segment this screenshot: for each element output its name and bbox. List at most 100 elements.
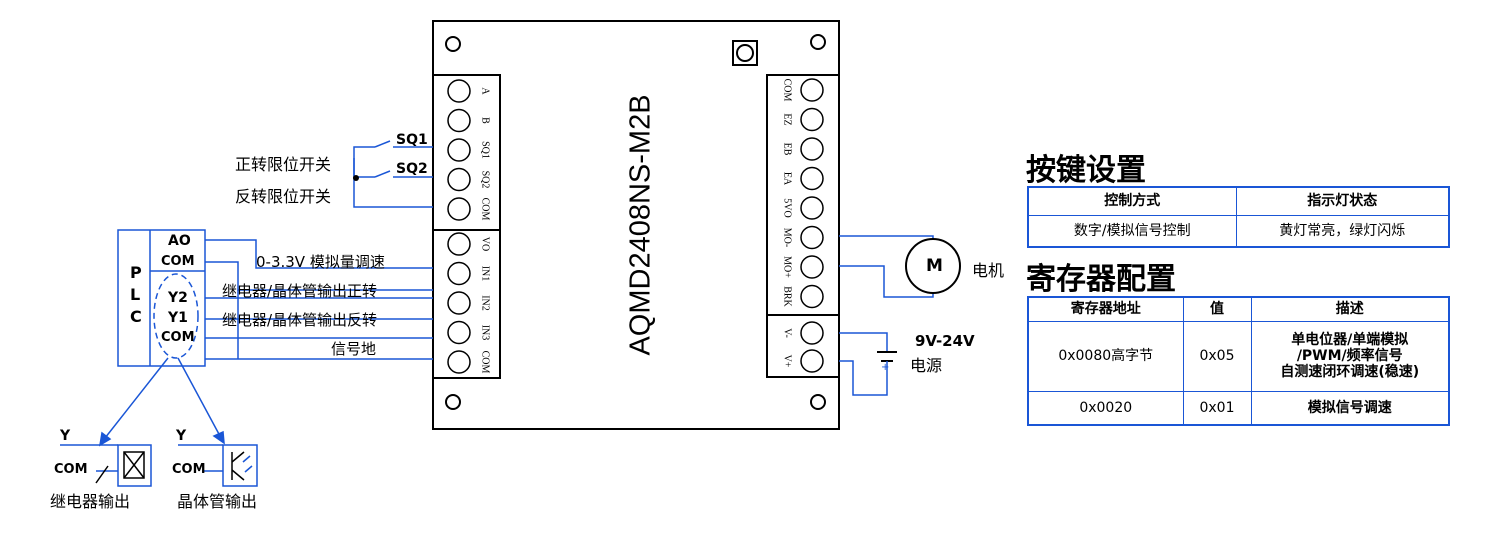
terminal-ea: EA [782,166,824,191]
terminal-v-: V- [782,321,824,345]
register-cell-desc: 模拟信号调速 [1250,390,1450,426]
terminal-label: COM [782,79,793,102]
terminal-v+: V+ [782,349,824,373]
terminal-a: A [447,79,491,103]
terminal-label: VO [480,237,491,251]
plc-ao-label: AO [168,233,191,249]
register-header-desc: 描述 [1250,296,1450,322]
plc-title-p: P [130,263,142,282]
mounting-hole [810,394,826,410]
register-header-value: 值 [1182,296,1252,322]
terminal-screw [447,138,471,162]
terminal-5vo: 5VO [782,196,824,220]
register-cell-desc: 单电位器/单端模拟 /PWM/频率信号 自测速闭环调速(稳速) [1250,320,1450,392]
terminal-label: IN1 [480,266,491,282]
relay-com-label: COM [54,462,88,477]
register-cell-address: 0x0020 [1027,390,1184,426]
terminal-screw [800,166,824,191]
terminal-in1: IN1 [447,261,491,286]
terminal-label: SQ2 [480,171,491,189]
plc-y1-label: Y1 [168,310,188,326]
power-wiring [839,332,897,396]
terminal-screw [800,137,824,161]
terminal-label: A [480,87,491,95]
terminal-screw [800,196,824,220]
transistor-output-symbol [178,444,258,487]
terminal-screw [800,78,824,102]
push-button [732,40,758,66]
terminal-label: 5VO [782,198,793,217]
transistor-com-label: COM [172,462,206,477]
terminal-screw [800,349,824,373]
register-desc-line: 单电位器/单端模拟 [1291,332,1409,348]
terminal-label: COM [480,198,491,221]
relay-output-label: 继电器输出 [50,492,131,511]
mounting-hole [810,34,826,50]
reverse-limit-switch-label: 反转限位开关 [235,187,332,206]
output-group-ellipse [153,273,199,359]
register-cell-value: 0x05 [1182,320,1252,392]
terminal-sq2: SQ2 [447,167,491,192]
motor-label: 电机 [972,261,1005,280]
terminal-eb: EB [782,137,824,161]
terminal-vo: VO [447,232,491,256]
key-settings-title: 按键设置 [1026,153,1146,188]
transistor-y-label: Y [176,428,187,444]
plc-title-l: L [130,285,141,304]
register-desc-line: 自测速闭环调速(稳速) [1280,364,1420,380]
terminal-label: EZ [782,113,793,125]
register-config-table: 寄存器地址 值 描述 0x0080高字节 0x05 单电位器/单端模拟 /PWM… [1027,296,1450,426]
analog-speed-label: 0-3.3V 模拟量调速 [256,253,385,271]
key-settings-cell-led: 黄灯常亮，绿灯闪烁 [1235,214,1450,248]
reverse-output-label: 继电器/晶体管输出反转 [222,311,378,329]
terminal-com: COM [447,197,491,221]
terminal-label: B [480,117,491,124]
terminal-com: COM [447,350,491,374]
terminal-label: IN3 [480,325,491,341]
terminal-brk: BRK [782,284,824,309]
forward-limit-switch-label: 正转限位开关 [235,155,332,174]
terminal-screw [447,197,471,221]
terminal-b: B [447,108,491,133]
motor-symbol [905,238,961,294]
terminal-screw [800,225,824,250]
terminal-screw [800,255,824,279]
terminal-label: V+ [782,355,793,368]
register-header-address: 寄存器地址 [1027,296,1184,322]
terminal-screw [447,108,471,133]
terminal-com: COM [782,78,824,102]
plc-y2-label: Y2 [168,290,188,306]
register-cell-address: 0x0080高字节 [1027,320,1184,392]
left-terminal-block-bottom [432,229,501,379]
sq2-label: SQ2 [396,161,428,177]
terminal-label: V- [782,328,793,338]
plc-signal-wires [205,239,433,360]
register-config-title: 寄存器配置 [1026,262,1176,297]
key-settings-header-mode: 控制方式 [1027,186,1237,216]
motor-symbol-label: M [926,256,943,276]
power-plus-sign: + [881,362,889,373]
junction-dot [353,175,359,181]
terminal-label: COM [480,351,491,374]
terminal-label: BRK [782,286,793,307]
plc-com2-label: COM [161,330,195,345]
terminal-screw [447,79,471,103]
mounting-hole [445,394,461,410]
board-model: AQMD2408NS-M2B [625,94,657,355]
terminal-screw [447,350,471,374]
output-type-arrows [98,357,225,447]
terminal-label: MO- [782,228,793,247]
terminal-screw [447,232,471,256]
right-terminal-screws: COM EZ EB EA 5VO MO- MO+ BRK V- V+ [782,78,824,373]
terminal-screw [447,291,471,315]
key-settings-header-led: 指示灯状态 [1235,186,1450,216]
relay-y-label: Y [60,428,71,444]
transistor-output-label: 晶体管输出 [177,492,258,511]
signal-ground-label: 信号地 [331,340,377,358]
terminal-in3: IN3 [447,320,491,345]
terminal-screw [800,284,824,309]
terminal-mo+: MO+ [782,255,824,279]
terminal-label: SQ1 [480,141,491,159]
sq1-label: SQ1 [396,132,428,148]
